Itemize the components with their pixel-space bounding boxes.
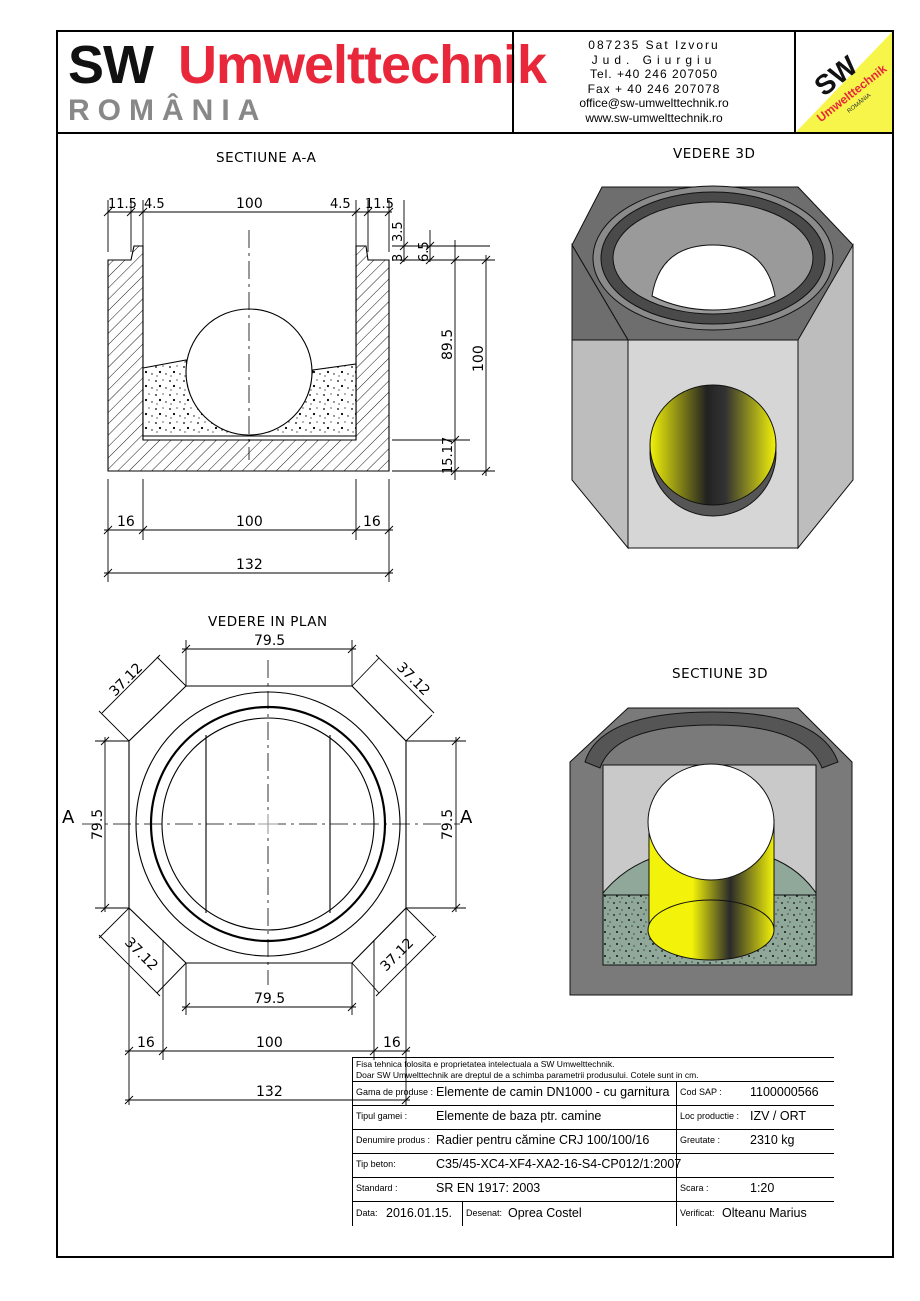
dim-label: 3.5 [391, 221, 406, 242]
dim-label: 4.5 [144, 197, 165, 212]
standard-label: Standard : [356, 1183, 398, 1193]
section-3d-drawing [569, 707, 853, 996]
tip-value: Elemente de baza ptr. camine [436, 1109, 602, 1123]
dim-label: 37.12 [393, 660, 433, 700]
loc-label: Loc productie : [680, 1111, 740, 1121]
dim-label: 100 [236, 196, 263, 212]
dim-label: 3 [391, 254, 406, 262]
dim-label: 100 [236, 514, 263, 530]
brand-sw: SW [68, 35, 154, 95]
contact-line: Tel. +40 246 207050 [589, 67, 719, 81]
brand-name: Umwelttechnik [178, 35, 547, 95]
loc-value: IZV / ORT [750, 1109, 807, 1123]
dim-label: 11.5 [365, 197, 394, 212]
standard-value: SR EN 1917: 2003 [436, 1181, 541, 1195]
dim-label: 16 [383, 1035, 401, 1051]
section-mark-left: A [62, 807, 75, 828]
contact-line: Jud. Giurgiu [591, 52, 717, 67]
contact-email: office@sw-umwelttechnik.ro [579, 96, 729, 110]
section-mark-right: A [460, 807, 473, 828]
ownership-note: Fisa tehnica folosita e proprietatea int… [356, 1059, 615, 1069]
contact-website: www.sw-umwelttechnik.ro [585, 110, 723, 125]
brand-country: ROMÂNIA [68, 94, 268, 127]
dim-label: 79.5 [440, 809, 456, 840]
scara-label: Scara : [680, 1183, 709, 1193]
dim-label: 15.17 [441, 437, 456, 474]
dim-label: 16 [137, 1035, 155, 1051]
greutate-value: 2310 kg [750, 1133, 795, 1147]
section-aa-drawing [107, 230, 390, 472]
tip-label: Tipul gamei : [356, 1111, 408, 1121]
verificat-value: Olteanu Marius [722, 1206, 807, 1220]
contact-line: Fax + 40 246 207078 [587, 81, 721, 96]
section-aa-labels: 11.5 4.5 100 4.5 11.5 3.5 3 6.5 89.5 100… [108, 196, 487, 573]
title-section-3d: SECTIUNE 3D [672, 666, 769, 682]
sap-value: 1100000566 [750, 1085, 819, 1099]
title-plan-view: VEDERE IN PLAN [208, 614, 328, 630]
dim-label: 37.12 [378, 935, 418, 975]
desenat-label: Desenat: [466, 1208, 503, 1218]
dim-label: 100 [471, 345, 487, 372]
desenat-value: Oprea Costel [508, 1206, 582, 1220]
dim-label: 132 [236, 557, 263, 573]
dim-label: 79.5 [254, 991, 285, 1007]
header-divider [512, 32, 514, 132]
denumire-value: Radier pentru cămine CRJ 100/100/16 [436, 1133, 650, 1147]
scara-value: 1:20 [750, 1181, 775, 1195]
header-divider [794, 32, 796, 132]
sw-corner-logo: SW Umwelttechnik ROMÂNIA [796, 32, 892, 132]
dim-label: 89.5 [440, 329, 456, 360]
dim-label: 6.5 [417, 241, 432, 262]
dim-label: 100 [256, 1035, 283, 1051]
dim-label: 4.5 [330, 197, 351, 212]
drawing-sheet: SW Umwelttechnik ROMÂNIA 087235 Sat Izvo… [56, 30, 894, 1258]
gama-value: Elemente de camin DN1000 - cu garnitura [436, 1085, 670, 1099]
dim-label: 79.5 [254, 633, 285, 649]
denumire-label: Denumire produs : [356, 1135, 431, 1145]
contact-block: 087235 Sat Izvoru Jud. Giurgiu Tel. +40 … [516, 38, 792, 125]
dim-label: 132 [256, 1084, 283, 1100]
section-aa-dimensions [103, 200, 495, 582]
greutate-label: Greutate : [680, 1135, 721, 1145]
brand-logo: SW Umwelttechnik ROMÂNIA [68, 34, 547, 128]
plan-view-drawing [82, 660, 460, 985]
view-3d-drawing [571, 185, 854, 550]
title-block: Fisa tehnica folosita e proprietatea int… [352, 1057, 834, 1226]
beton-value: C35/45-XC4-XF4-XA2-16-S4-CP012/1:2007 [436, 1157, 682, 1171]
data-label: Data: [356, 1208, 378, 1218]
dim-label: 11.5 [108, 197, 137, 212]
header: SW Umwelttechnik ROMÂNIA 087235 Sat Izvo… [58, 32, 892, 134]
beton-label: Tip beton: [356, 1159, 396, 1169]
dim-label: 16 [117, 514, 135, 530]
dim-label: 37.12 [121, 935, 161, 975]
dim-label: 37.12 [107, 660, 147, 700]
title-view-3d: VEDERE 3D [673, 146, 756, 162]
gama-label: Gama de produse : [356, 1087, 434, 1097]
data-value: 2016.01.15. [386, 1206, 453, 1220]
plan-view-dimensions [95, 640, 466, 1105]
dim-label: 79.5 [90, 809, 106, 840]
rights-note: Doar SW Umwelttechnik are dreptul de a s… [356, 1070, 699, 1080]
dim-label: 16 [363, 514, 381, 530]
sap-label: Cod SAP : [680, 1087, 722, 1097]
title-section-aa: SECTIUNE A-A [216, 150, 317, 166]
contact-line: 087235 Sat Izvoru [588, 38, 720, 52]
verificat-label: Verificat: [680, 1208, 715, 1218]
